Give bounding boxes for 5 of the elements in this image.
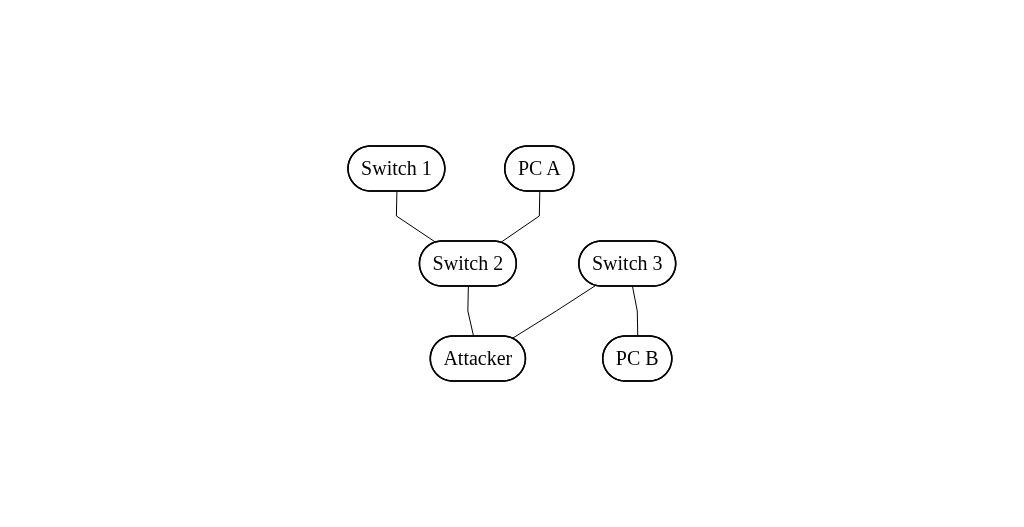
connector: [500, 191, 541, 243]
connector: [512, 285, 597, 339]
connector: [467, 286, 475, 337]
connector: [396, 191, 437, 243]
connector: [632, 286, 639, 337]
